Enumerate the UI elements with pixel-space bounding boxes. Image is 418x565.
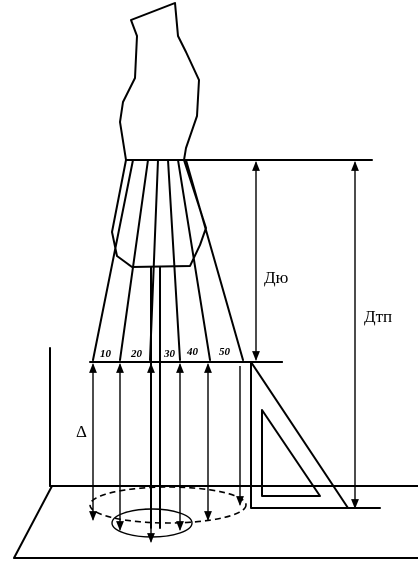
floor-plane	[13, 485, 418, 559]
set-square-outer	[250, 361, 349, 509]
skirt-silhouette	[111, 159, 207, 268]
scale-label-20: 20	[130, 348, 143, 360]
hem-projection-dashed-ellipse	[89, 486, 247, 524]
vertical-measure-arrows	[89, 363, 244, 543]
scale-label-30: 30	[163, 348, 176, 360]
stand-base-ellipse	[111, 508, 193, 538]
scale-label-50: 50	[219, 346, 231, 358]
set-square-inner	[261, 409, 321, 497]
fan-lines	[92, 159, 244, 361]
dyu-label: Дю	[264, 268, 289, 287]
dtp-label: Дтп	[364, 307, 392, 326]
mannequin-torso	[119, 2, 200, 161]
scale-labels: 10 20 30 40 50	[100, 346, 231, 360]
scale-label-40: 40	[186, 346, 199, 358]
scale-label-10: 10	[100, 348, 112, 360]
delta-label: Δ	[76, 422, 87, 441]
